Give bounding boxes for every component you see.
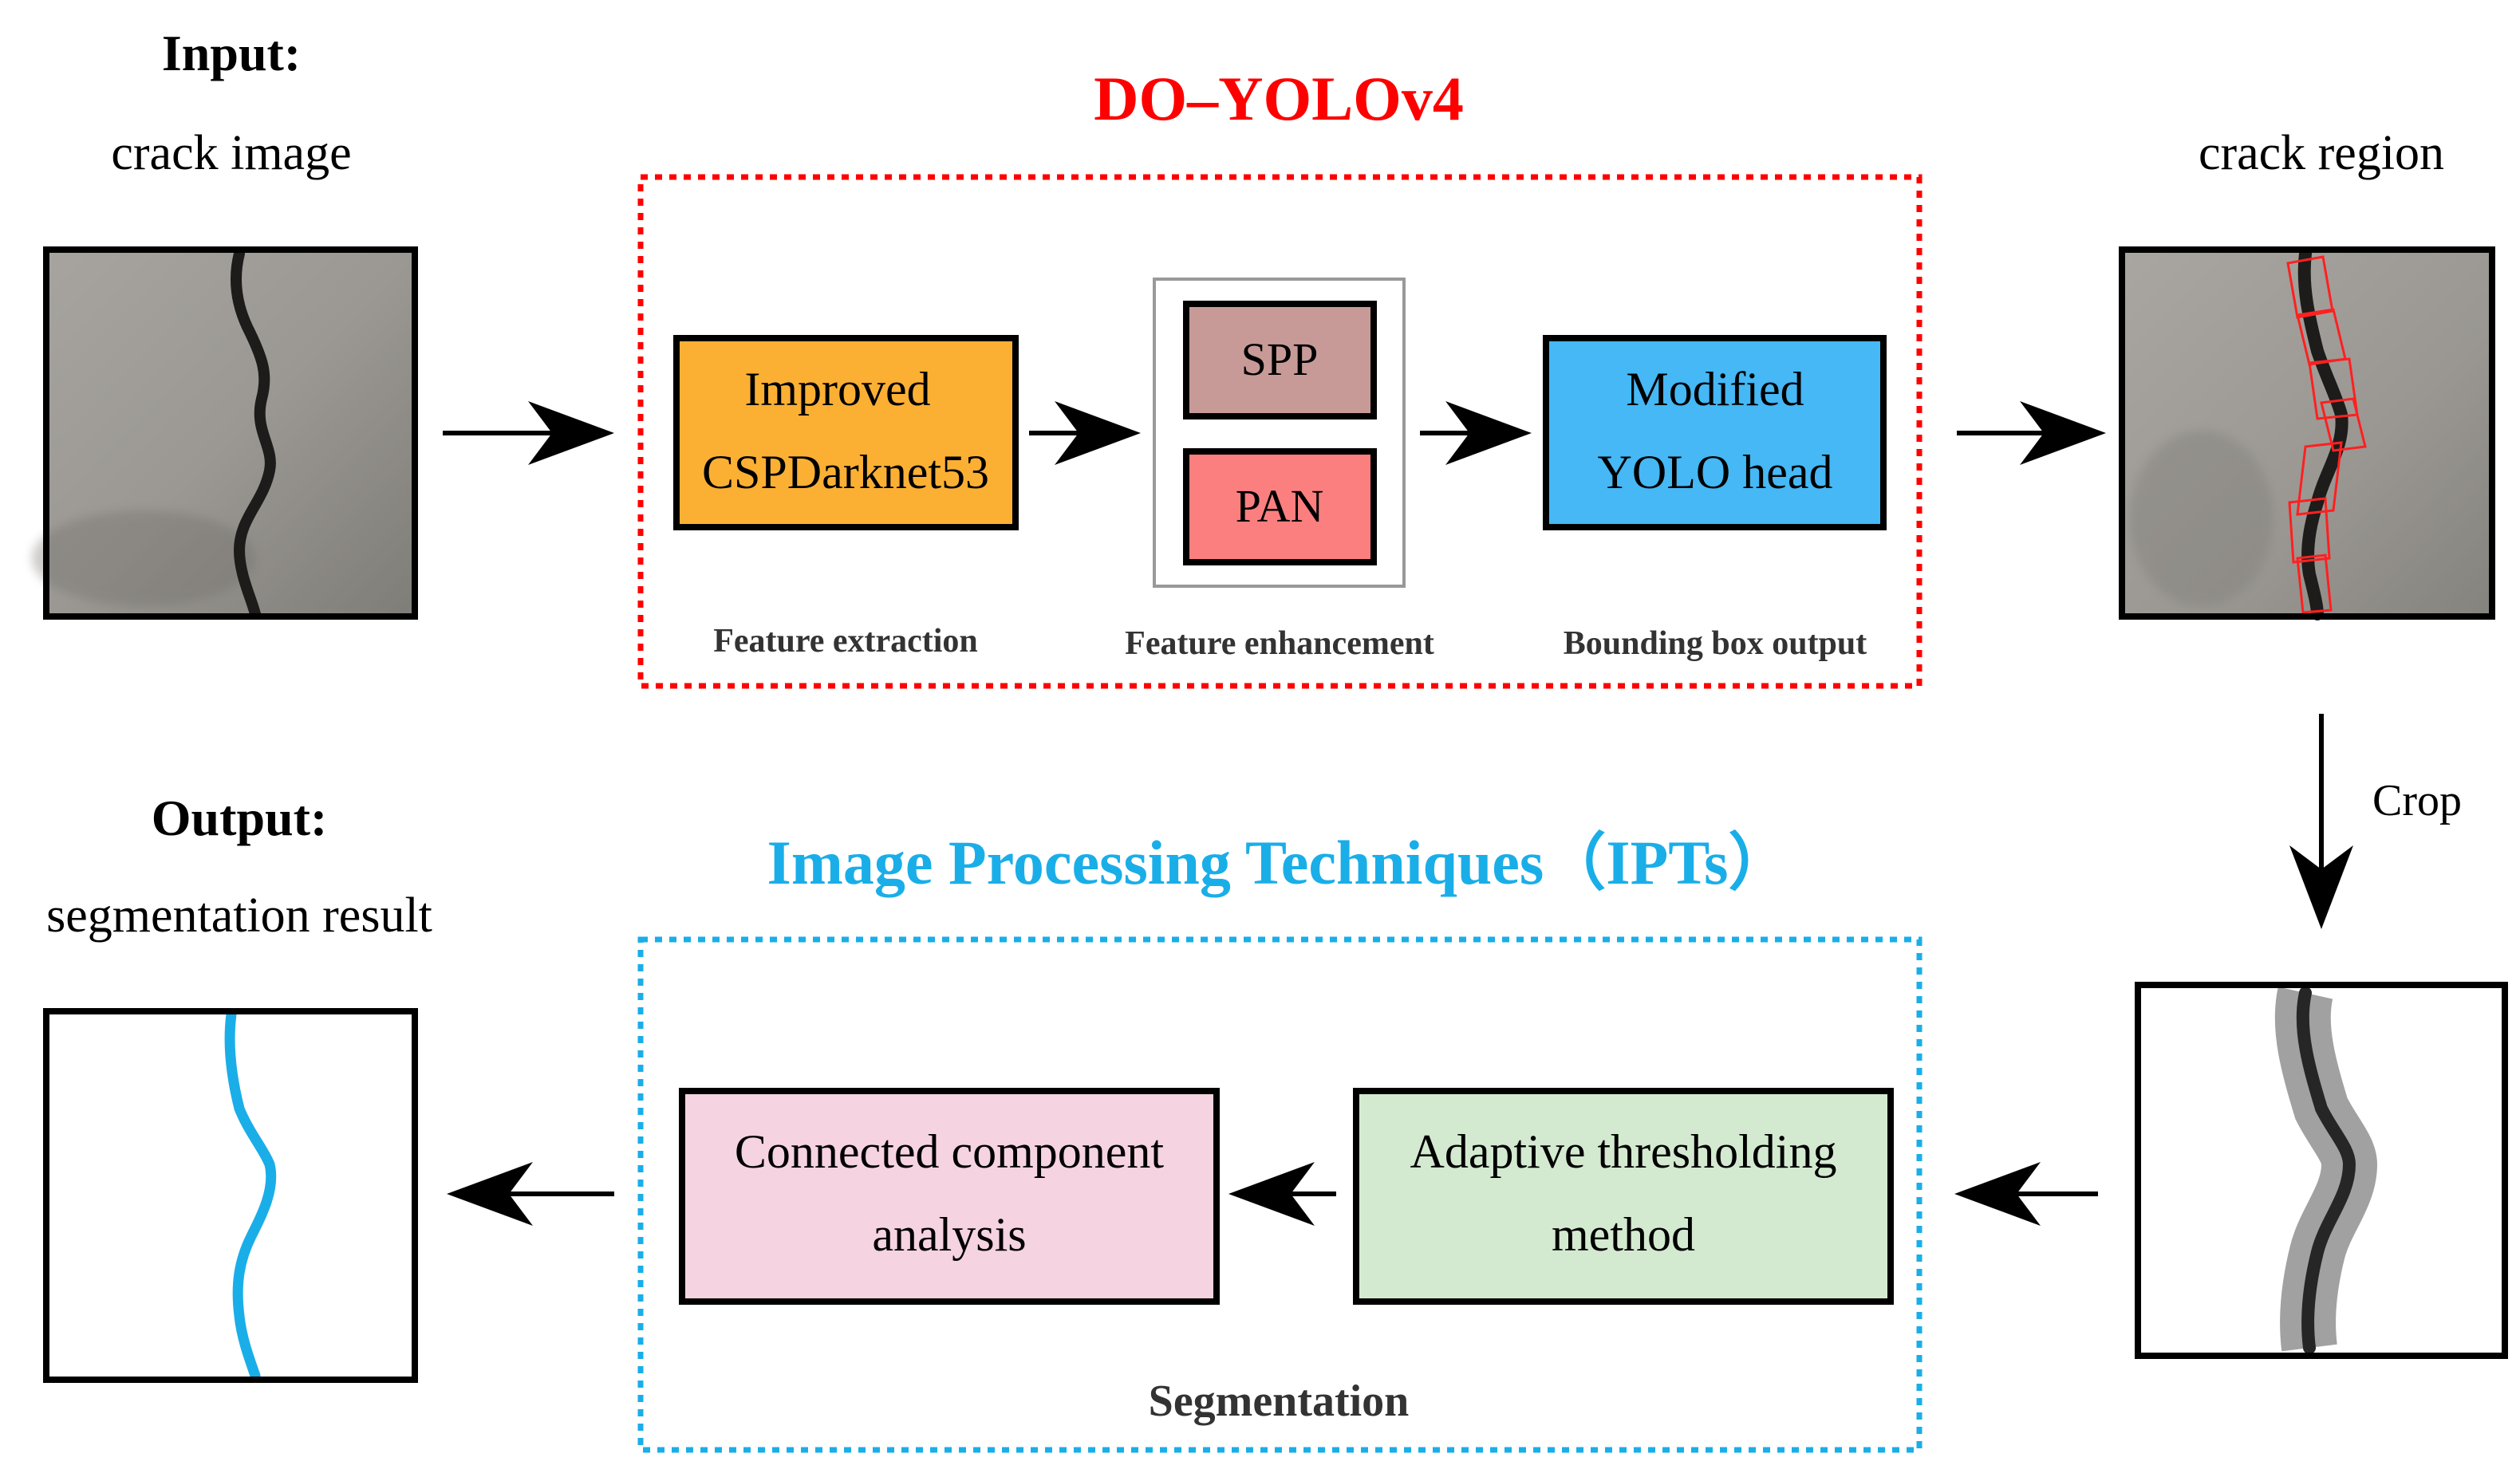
input-caption: crack image [111, 126, 351, 180]
threshold-label-line1: Adaptive thresholding [1410, 1125, 1837, 1178]
segmentation-mask-icon [43, 1008, 418, 1383]
ccl-label-line2: analysis [872, 1208, 1026, 1261]
neck-group: SPP PAN [1153, 278, 1406, 588]
spp-block [1183, 301, 1377, 419]
ccl-label-line1: Connected component [735, 1125, 1165, 1178]
threshold-label-line2: method [1552, 1208, 1695, 1261]
arrow-icon [1420, 401, 1532, 465]
crack-image-icon [32, 246, 418, 620]
segmentation-stage-frame [637, 936, 1923, 1453]
arrow-icon [443, 401, 614, 465]
crack-region-caption: crack region [2199, 126, 2444, 180]
segmentation-caption: Segmentation [1149, 1377, 1410, 1426]
ccl-block: Connected component analysis [679, 1088, 1220, 1305]
crack-region-image [2119, 246, 2495, 620]
input-heading: Input: [162, 25, 301, 81]
backbone-label-line1: Improved [744, 363, 930, 416]
threshold-block: Adaptive thresholding method [1353, 1088, 1894, 1305]
output-caption: segmentation result [46, 888, 432, 943]
output-heading: Output: [152, 790, 328, 846]
caption-feature-extraction: Feature extraction [713, 623, 978, 660]
spp-label: SPP [1241, 333, 1319, 385]
arrow-icon [1029, 401, 1141, 465]
pan-label: PAN [1236, 480, 1324, 532]
head-label-line1: Modified [1626, 363, 1804, 416]
head-label-line2: YOLO head [1598, 446, 1833, 498]
backbone-label-line2: CSPDarknet53 [702, 446, 989, 498]
segmentation-title: Image Processing Techniques（IPTs） [767, 828, 1791, 897]
arrow-icon [447, 1162, 614, 1226]
head-block: Modified YOLO head [1543, 335, 1887, 530]
cropped-crack-image [2135, 982, 2508, 1359]
arrow-icon [1954, 1162, 2098, 1226]
detection-title: DO–YOLOv4 [1094, 64, 1464, 133]
caption-bounding-box-output: Bounding box output [1564, 625, 1867, 662]
arrow-icon [1957, 401, 2106, 465]
crop-arrow-icon [2289, 714, 2353, 929]
crop-label: Crop [2372, 776, 2462, 825]
arrow-icon [1228, 1162, 1336, 1226]
detection-stage-frame [637, 174, 1923, 689]
detection-boxes [2286, 255, 2367, 614]
pan-block [1183, 448, 1377, 565]
backbone-block: Improved CSPDarknet53 [673, 335, 1019, 530]
caption-feature-enhancement: Feature enhancement [1125, 625, 1434, 662]
